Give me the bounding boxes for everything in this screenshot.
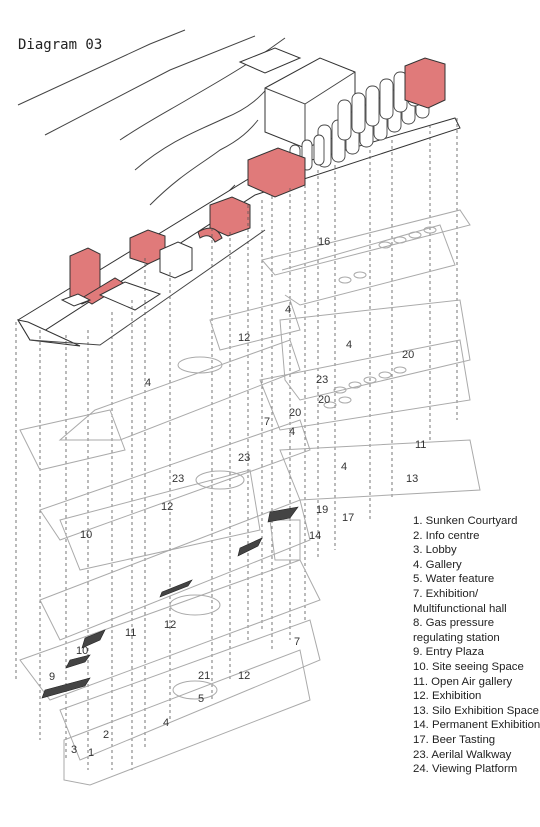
room-label: 19 <box>316 504 328 516</box>
room-label: 21 <box>198 670 210 682</box>
silo-floor-rings <box>323 226 437 409</box>
room-label: 9 <box>49 671 55 683</box>
room-label: 13 <box>406 473 418 485</box>
room-label: 1 <box>88 747 94 759</box>
room-label: 7 <box>264 416 270 428</box>
room-label: 17 <box>342 512 354 524</box>
legend-item: 12. Exhibition <box>413 690 482 703</box>
room-label: 23 <box>238 452 250 464</box>
roof-level <box>16 47 461 347</box>
walkway-segments <box>41 506 299 699</box>
legend-item: 24. Viewing Platform <box>413 763 518 776</box>
legend-item: 2. Info centre <box>413 529 480 542</box>
legend-item: 23. Aerilal Walkway <box>413 748 512 761</box>
legend-item: 7. Exhibition/ Multifunctional hall <box>413 587 507 615</box>
room-number-labels: 16 4 12 4 20 4 23 20 7 20 4 23 4 11 23 1… <box>49 236 426 759</box>
diagram-title: Diagram 03 <box>18 37 103 53</box>
room-label: 14 <box>309 530 321 542</box>
legend-item: 8. Gas pressure regulating station <box>413 617 500 644</box>
room-label: 20 <box>289 407 301 419</box>
room-label: 16 <box>318 236 330 248</box>
room-label: 12 <box>238 670 250 682</box>
room-label: 10 <box>76 645 88 657</box>
legend-item: 1. Sunken Courtyard <box>413 515 518 527</box>
legend-item: 4. Gallery <box>413 558 462 571</box>
legend-item: 11. Open Air gallery <box>413 675 513 688</box>
legend-item: 5. Water feature <box>413 573 495 586</box>
room-label: 3 <box>71 744 77 756</box>
room-label: 4 <box>145 377 151 389</box>
room-label: 4 <box>341 461 347 473</box>
room-label: 20 <box>318 394 330 406</box>
legend-item: 9. Entry Plaza <box>413 646 484 659</box>
room-label: 23 <box>172 473 184 485</box>
room-label: 10 <box>80 529 92 541</box>
room-label: 4 <box>285 304 291 316</box>
room-label: 4 <box>346 339 352 351</box>
exploded-axonometric-drawing: 16 4 12 4 20 4 23 20 7 20 4 23 4 11 23 1… <box>15 29 481 786</box>
room-label: 11 <box>125 627 136 639</box>
legend: 1. Sunken Courtyard 2. Info centre 3. Lo… <box>413 514 540 777</box>
room-label: 4 <box>163 717 169 729</box>
room-label: 23 <box>316 374 328 386</box>
room-label: 20 <box>402 349 414 361</box>
room-label: 11 <box>415 439 426 451</box>
floor-plates <box>19 209 481 786</box>
legend-item: 3. Lobby <box>413 544 457 557</box>
room-label: 7 <box>294 636 300 648</box>
room-label: 4 <box>289 426 295 438</box>
room-label: 5 <box>198 693 204 705</box>
legend-item: 10. Site seeing Space <box>413 660 524 673</box>
legend-item: 17. Beer Tasting <box>413 733 496 746</box>
room-label: 12 <box>164 619 176 631</box>
room-label: 12 <box>161 501 173 513</box>
room-label: 2 <box>103 729 109 741</box>
projection-lines <box>15 118 458 770</box>
room-label: 12 <box>238 332 250 344</box>
diagram-canvas: 16 4 12 4 20 4 23 20 7 20 4 23 4 11 23 1… <box>15 29 540 786</box>
legend-item: 13. Silo Exhibition Space <box>413 704 540 717</box>
legend-item: 14. Permanent Exhibition <box>413 719 540 732</box>
